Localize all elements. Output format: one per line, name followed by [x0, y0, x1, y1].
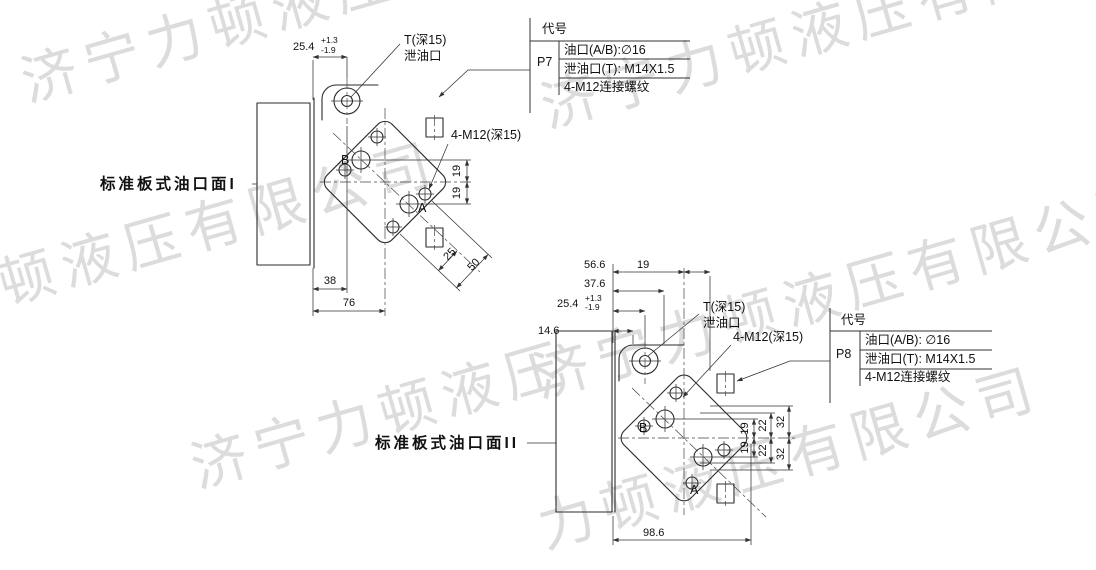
- table-p7-row: 4-M12连接螺纹: [564, 79, 650, 94]
- diagonal-centerline: [631, 387, 767, 518]
- view1-title: 标准板式油口面I: [99, 174, 237, 193]
- dim-25.4-tol-lower: -1.9: [321, 45, 336, 55]
- table-p8-row: 泄油口(T): M14X1.5: [865, 352, 975, 366]
- port-a-label: A: [418, 201, 427, 215]
- view1: 25.4 +1.3 -1.9 38 76 19 19 25 50 T(深1: [256, 33, 530, 316]
- dim-25.4-tol-upper: +1.3: [321, 35, 338, 45]
- port-plate-diamond: [620, 374, 748, 502]
- table-p8-header: 代号: [841, 313, 866, 327]
- dim-19-upper: 19: [739, 422, 751, 434]
- view2-features: [618, 268, 795, 518]
- watermark-text: 顿液压有限公司: [0, 131, 446, 317]
- motor-body-section: [555, 330, 613, 513]
- table-p8-row: 油口(A/B): ∅16: [865, 333, 950, 347]
- diagonal-centerline: [332, 132, 481, 273]
- dim-19-top: 19: [637, 259, 649, 271]
- t-port-label: T(深15): [404, 33, 446, 47]
- drain-port-label: 泄油口: [404, 49, 442, 63]
- t-port-leader: [350, 43, 401, 98]
- port-b-label: B: [341, 153, 349, 167]
- view2-title: 标准板式油口面II: [374, 433, 519, 452]
- drain-port-label: 泄油口: [703, 316, 741, 330]
- drain-port-lobe: [321, 84, 379, 121]
- dim-38: 38: [324, 275, 336, 287]
- dim-19-lower: 19: [739, 441, 751, 453]
- view1-outline: [256, 84, 447, 269]
- bolt-spec-label: 4-M12(深15): [733, 330, 803, 344]
- table-p8-row: 4-M12连接螺纹: [865, 369, 951, 384]
- view1-dimensions: 25.4 +1.3 -1.9 38 76 19 19 25 50: [293, 35, 493, 316]
- dim-37.6: 37.6: [584, 278, 605, 290]
- dim-98.6: 98.6: [643, 527, 664, 539]
- port-plate-diamond: [323, 120, 447, 244]
- dim-22-lower: 22: [757, 444, 769, 456]
- dim-19-lower: 19: [451, 187, 463, 199]
- table-p7-leader: [438, 69, 530, 98]
- t-port-label: T(深15): [703, 300, 745, 314]
- watermark-text: 济宁力顿液压: [14, 0, 406, 114]
- dim-76: 76: [343, 297, 355, 309]
- bolt-leader: [682, 344, 732, 398]
- dim-32-lower: 32: [775, 448, 787, 460]
- port-b-label: B: [639, 421, 647, 435]
- dim-25.4-tol-upper: +1.3: [585, 293, 602, 303]
- dim-25.4: 25.4: [557, 298, 578, 310]
- spec-table-p8: 代号 P8 油口(A/B): ∅16 泄油口(T): M14X1.5 4-M12…: [829, 308, 992, 403]
- view2: 56.6 19 37.6 25.4 +1.3 -1.9 14.6 19 19 2…: [538, 259, 830, 545]
- view2-annotations: T(深15) 泄油口 4-M12(深15) B A: [639, 300, 830, 497]
- table-p8-code: P8: [836, 347, 851, 361]
- t-port-leader: [647, 313, 700, 357]
- table-p8-leader: [736, 360, 830, 382]
- dim-32-upper: 32: [775, 416, 787, 428]
- table-p7-code: P7: [537, 55, 552, 69]
- bolt-spec-label: 4-M12(深15): [451, 128, 521, 142]
- spec-table-p7: 代号 P7 油口(A/B):∅16 泄油口(T): M14X1.5 4-M12连…: [529, 18, 690, 113]
- drain-port-lobe: [618, 344, 685, 382]
- dim-25.4-tol-lower: -1.9: [585, 302, 600, 312]
- dim-25.4: 25.4: [293, 41, 314, 53]
- dim-25: 25: [441, 246, 458, 263]
- table-p7-row: 泄油口(T): M14X1.5: [564, 62, 674, 76]
- dim-50: 50: [465, 256, 482, 273]
- table-p7-row: 油口(A/B):∅16: [564, 43, 646, 57]
- dim-22-upper: 22: [757, 419, 769, 431]
- bolt-leader: [428, 143, 449, 190]
- view2-dimensions: 56.6 19 37.6 25.4 +1.3 -1.9 14.6 19 19 2…: [538, 259, 793, 545]
- dim-19-upper: 19: [451, 165, 463, 177]
- watermark-text: 济宁力顿液压: [184, 331, 576, 499]
- table-p7-header: 代号: [542, 22, 567, 36]
- view2-outline: [555, 330, 748, 513]
- dim-14.6: 14.6: [538, 325, 559, 337]
- view1-annotations: T(深15) 泄油口 4-M12(深15) B A: [341, 33, 530, 215]
- port-a-label: A: [690, 483, 699, 497]
- dim-56.6: 56.6: [584, 259, 605, 271]
